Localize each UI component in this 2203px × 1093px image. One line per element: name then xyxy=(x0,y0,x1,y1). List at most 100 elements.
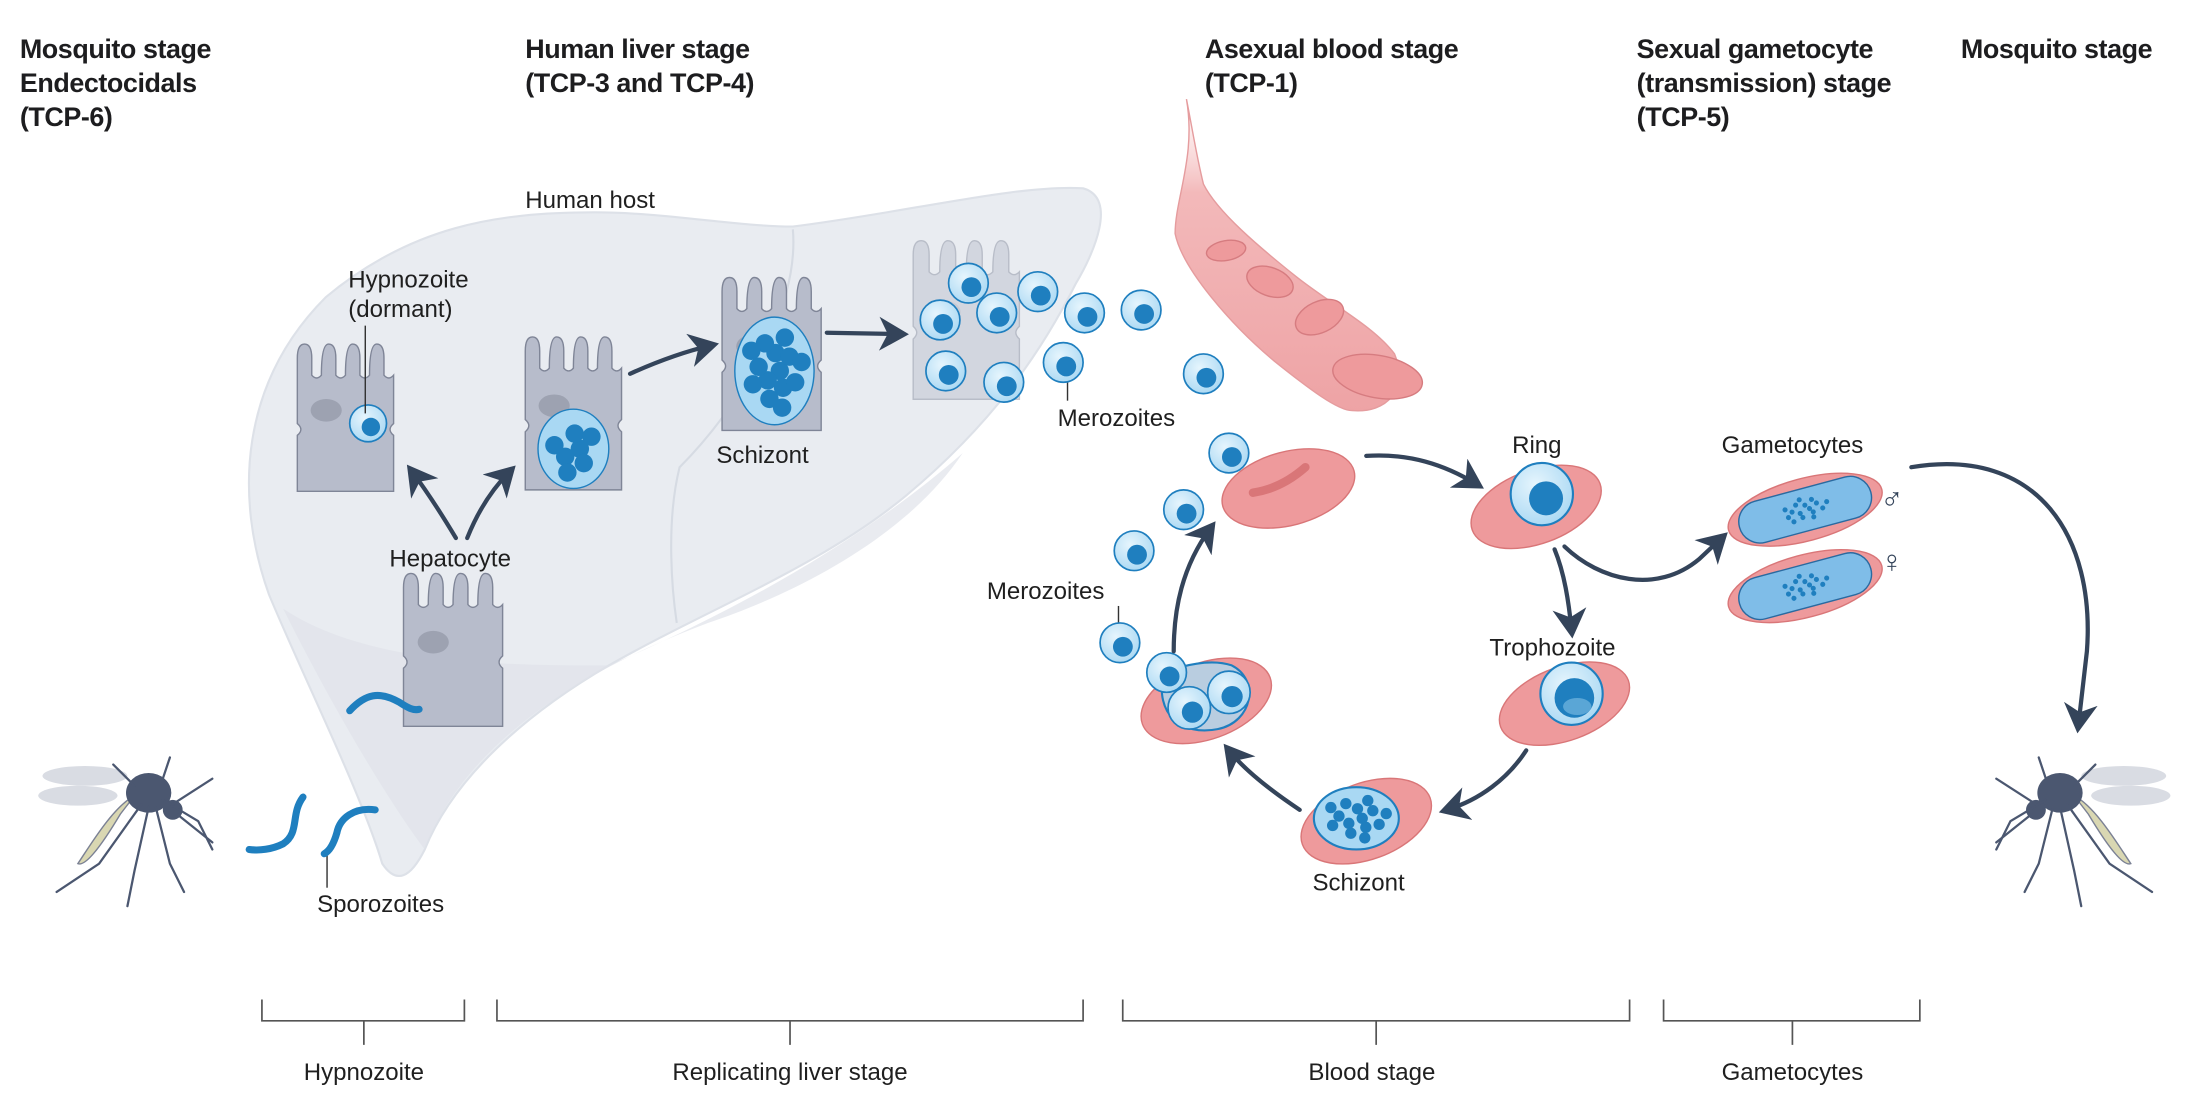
merozoite-icon xyxy=(1063,292,1106,334)
mosquito-body xyxy=(1995,756,2171,908)
parasite-nucleus xyxy=(1333,810,1345,822)
parasite-nucleus xyxy=(1356,812,1368,824)
parasite-nucleus xyxy=(1326,819,1339,832)
header-line: (TCP-3 and TCP-4) xyxy=(525,68,754,98)
parasite-nucleus xyxy=(558,463,577,482)
parasite-nucleus xyxy=(1813,576,1819,582)
parasite-nucleus xyxy=(1813,500,1819,506)
parasite-nucleus xyxy=(555,447,575,466)
parasite-nucleus xyxy=(582,427,601,446)
free-merozoites xyxy=(919,262,1250,694)
mosquito-leg xyxy=(154,805,186,894)
hepatocyte-nucleus xyxy=(417,630,449,654)
stage-brackets: Hypnozoite Replicating liver stage Blood… xyxy=(261,999,1921,1086)
bracket-gametocytes: Gametocytes xyxy=(1662,999,1921,1086)
mosquito-leg xyxy=(2037,756,2047,780)
parasite-nucleus xyxy=(1820,581,1826,587)
mosquito-leg xyxy=(2073,763,2097,787)
arrow-ring-to-trophozoite xyxy=(1552,547,1587,639)
merozoite-nucleus xyxy=(1030,285,1051,306)
merozoite-icon xyxy=(1208,432,1250,474)
mosquito-leg xyxy=(2065,803,2154,894)
merozoite-icon xyxy=(976,292,1018,334)
mosquito-leg xyxy=(1995,777,2038,806)
parasite-nucleus xyxy=(1820,505,1826,511)
parasite-nucleus xyxy=(1785,591,1792,597)
parasite-nucleus xyxy=(772,398,792,417)
merozoite-icon xyxy=(1113,530,1155,572)
ring-nucleus xyxy=(1529,481,1564,516)
merozoite-nucleus xyxy=(1221,447,1242,467)
header-line: Mosquito stage xyxy=(1961,34,2153,64)
mosquito-wing xyxy=(2081,765,2167,786)
merozoite-nucleus xyxy=(989,306,1010,327)
bracket-label: Replicating liver stage xyxy=(672,1059,907,1086)
arrow-schizont-to-bursting xyxy=(1223,743,1302,812)
merozoite-icon xyxy=(1042,341,1084,384)
header-line: Asexual blood stage xyxy=(1205,34,1459,64)
parasite-nucleus xyxy=(1796,573,1802,579)
parasite-nucleus xyxy=(570,439,590,459)
mosquito-leg xyxy=(175,812,214,844)
merozoite-icon xyxy=(1017,270,1059,313)
hepatocyte-body xyxy=(296,343,395,492)
header-line: Endectocidals xyxy=(20,68,197,98)
bracket-replicating-liver: Replicating liver stage xyxy=(496,999,1084,1086)
bracket-line xyxy=(1121,999,1631,1045)
mosquito-leg xyxy=(112,763,136,787)
parasite-nucleus xyxy=(758,371,777,390)
gametocytes-label: Gametocytes xyxy=(1722,432,1864,459)
merozoite-icon xyxy=(947,262,990,304)
parasite-nucleus xyxy=(1800,514,1806,521)
parasite-nucleus xyxy=(1789,586,1795,592)
merozoite-icon xyxy=(919,299,961,341)
hepatocyte-icon xyxy=(721,276,822,432)
header-line: Human liver stage xyxy=(525,34,750,64)
mosquito-abdomen xyxy=(2073,795,2132,865)
rbc-body xyxy=(1221,448,1356,529)
mosquito-leg xyxy=(55,803,143,894)
mosquito-leg xyxy=(171,777,214,806)
hepatocyte-label: Hepatocyte xyxy=(389,545,511,572)
parasite-nucleus xyxy=(1808,496,1815,502)
vessel-rbc xyxy=(1332,353,1424,400)
parasite-nucleus xyxy=(1811,590,1817,596)
merozoite-nucleus xyxy=(1056,356,1077,377)
merozoite-icon xyxy=(925,350,967,392)
bracket-line xyxy=(1662,999,1921,1045)
merozoites-top-label: Merozoites xyxy=(1058,405,1176,432)
mosquito-leg xyxy=(126,805,150,908)
merozoite-nucleus xyxy=(938,364,959,385)
vessel-rbc xyxy=(1246,265,1294,299)
sporozoites-label: Sporozoites xyxy=(317,891,444,918)
parasite-nucleus xyxy=(755,334,775,353)
rbc-highlight xyxy=(1248,462,1310,497)
merozoite-icon xyxy=(1206,670,1252,715)
parasite-nucleus xyxy=(743,375,763,394)
merozoite-icon xyxy=(1099,622,1141,664)
merozoite-nucleus xyxy=(1176,503,1197,524)
parasite-nucleus xyxy=(1800,591,1806,597)
bracket-line xyxy=(261,999,466,1045)
male-symbol: ♂ xyxy=(1880,482,1903,517)
parasite-nucleus xyxy=(1362,794,1374,807)
parasite-nucleus xyxy=(1359,832,1371,844)
gametocyte-body xyxy=(1738,552,1873,621)
mosquito-wing xyxy=(2091,785,2171,806)
merozoite-nucleus xyxy=(1112,636,1133,657)
header-asexual-blood-stage: Asexual blood stage (TCP-1) xyxy=(1205,34,1459,98)
bracket-label: Hypnozoite xyxy=(304,1059,424,1086)
hepatocyte-nucleus xyxy=(310,398,342,422)
merozoite-nucleus xyxy=(361,417,381,437)
female-symbol: ♀ xyxy=(1880,544,1903,579)
parasite-nucleus xyxy=(1785,515,1792,521)
mosquito-leg xyxy=(161,756,172,780)
hypnozoite-dormant-label-line1: Hypnozoite xyxy=(348,266,468,293)
mosquito-left-icon xyxy=(38,756,214,908)
arrow-developing-to-schizont xyxy=(627,333,720,376)
vessel-rbc xyxy=(1294,298,1345,336)
merozoite-nucleus xyxy=(1196,367,1217,388)
merozoite-nucleus xyxy=(1181,701,1204,723)
parasite-nucleus xyxy=(1824,575,1830,581)
